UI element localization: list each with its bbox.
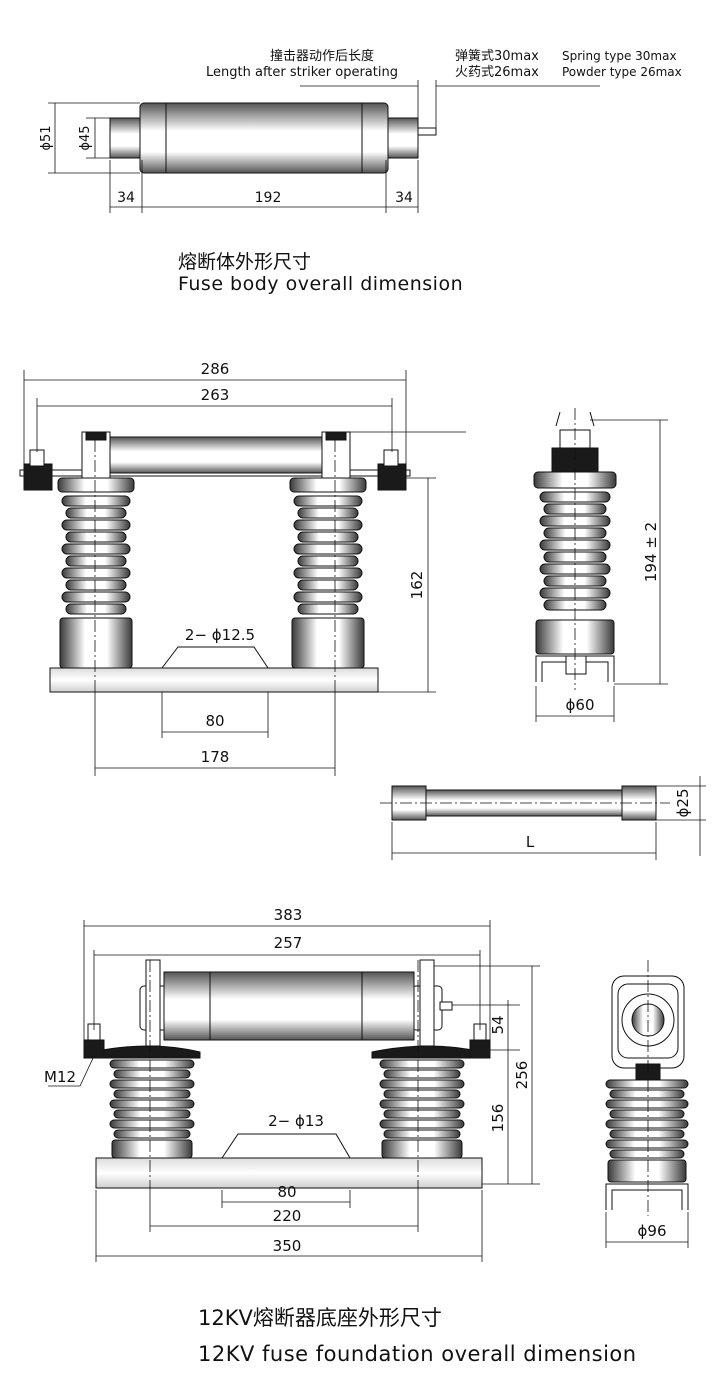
fuse-body-len-left: 34 bbox=[117, 190, 135, 206]
spring-label-en: Spring type 30max bbox=[562, 49, 677, 63]
spring-label-zh: 弹簧式30max bbox=[455, 48, 539, 64]
powder-label-en: Powder type 26max bbox=[562, 65, 682, 79]
fuse-tube-diameter: ϕ25 bbox=[674, 789, 692, 818]
large-insulator-span: 220 bbox=[273, 1207, 302, 1225]
fuse-body-left-cap bbox=[109, 117, 143, 159]
small-holes: 2− ϕ12.5 bbox=[185, 626, 255, 644]
fuse-body-len-right: 34 bbox=[395, 190, 413, 206]
large-left-insulator bbox=[91, 1045, 201, 1159]
foundation-caption: 12KV熔断器底座外形尺寸 12KV fuse foundation overa… bbox=[198, 1306, 637, 1366]
small-right-insulator bbox=[289, 477, 367, 669]
fuse-body-caption-en: Fuse body overall dimension bbox=[178, 272, 464, 295]
large-base-length: 350 bbox=[273, 1237, 302, 1255]
fuse-body-len-mid: 192 bbox=[255, 190, 282, 206]
fuse-body-tube bbox=[139, 102, 389, 174]
large-side-width: ϕ96 bbox=[638, 1222, 667, 1240]
small-side-width: ϕ60 bbox=[566, 696, 595, 714]
small-insulator-span: 178 bbox=[201, 748, 230, 766]
fuse-tube-drawing bbox=[380, 776, 706, 860]
fuse-body-inner-diameter: ϕ45 bbox=[78, 125, 93, 150]
small-width-inner: 263 bbox=[201, 386, 230, 404]
large-base-front-drawing bbox=[48, 920, 540, 1262]
large-holes: 2− ϕ13 bbox=[268, 1112, 324, 1130]
large-bolt: M12 bbox=[44, 1068, 76, 1086]
large-height-mid: 156 bbox=[489, 1104, 507, 1133]
fuse-body-caption: 熔断体外形尺寸 Fuse body overall dimension bbox=[178, 251, 464, 296]
fuse-body-striker-pin bbox=[417, 127, 437, 136]
fuse-body-caption-zh: 熔断体外形尺寸 bbox=[178, 251, 312, 273]
large-right-insulator bbox=[371, 1045, 483, 1159]
small-height: 162 bbox=[408, 571, 426, 600]
small-base-plate bbox=[49, 667, 379, 693]
foundation-caption-en: 12KV fuse foundation overall dimension bbox=[198, 1342, 637, 1367]
large-width-inner: 257 bbox=[274, 934, 303, 952]
fuse-body-right-cap bbox=[385, 117, 419, 159]
small-base-front-drawing bbox=[19, 370, 466, 776]
fuse-body-outer-diameter: ϕ51 bbox=[39, 125, 54, 150]
fuse-body-drawing bbox=[48, 80, 600, 213]
small-width-outer: 286 bbox=[201, 360, 230, 378]
small-hole-span: 80 bbox=[205, 712, 224, 730]
striker-label-zh: 撞击器动作后长度 bbox=[270, 48, 374, 64]
large-top-offset: 54 bbox=[489, 1015, 507, 1034]
powder-label-zh: 火药式26max bbox=[455, 65, 539, 80]
small-left-insulator bbox=[57, 477, 135, 669]
small-base-side-drawing bbox=[533, 408, 668, 722]
foundation-caption-zh: 12KV熔断器底座外形尺寸 bbox=[198, 1306, 442, 1330]
large-width-outer: 383 bbox=[274, 906, 303, 924]
fuse-tube-length: L bbox=[526, 833, 535, 851]
small-side-height: 194 ± 2 bbox=[642, 522, 660, 582]
large-hole-span: 80 bbox=[277, 1183, 296, 1201]
large-base-side-drawing bbox=[605, 960, 689, 1248]
small-fuse-tube bbox=[107, 436, 325, 474]
large-height-total: 256 bbox=[513, 1061, 531, 1090]
large-fuse-tube bbox=[163, 971, 415, 1041]
striker-label-en: Length after striker operating bbox=[206, 65, 398, 80]
